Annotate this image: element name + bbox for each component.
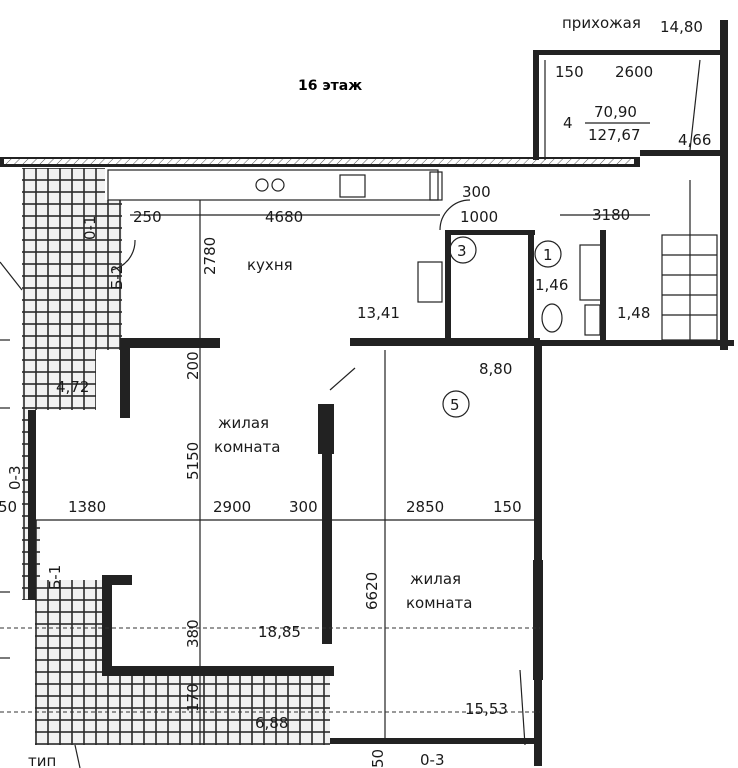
- balcony-left-area: 4,72: [56, 378, 89, 396]
- dim-1000: 1000: [460, 208, 498, 226]
- bathroom-1-area: 1,46: [535, 276, 568, 294]
- living-room-2-label-2: комната: [406, 594, 472, 612]
- dim-6620: 6620: [363, 572, 381, 610]
- dim-2600: 2600: [615, 63, 653, 81]
- dim-150-top: 150: [555, 63, 584, 81]
- code-b1: Б-1: [46, 565, 64, 590]
- marker-5: 5: [442, 390, 470, 418]
- dim-2850: 2850: [406, 498, 444, 516]
- living-room-1-label-2: комната: [214, 438, 280, 456]
- apartment-total-area: 127,67: [588, 126, 641, 144]
- type-label: тип: [28, 752, 56, 768]
- stair-hall-area: 4,66: [678, 131, 711, 149]
- marker-3-label: 3: [457, 242, 467, 260]
- marker-1-label: 1: [543, 246, 553, 264]
- dim-200: 200: [184, 351, 202, 380]
- dim-2900: 2900: [213, 498, 251, 516]
- dim-170: 170: [184, 683, 202, 712]
- apartment-living-area: 70,90: [594, 103, 637, 121]
- balcony-bottom: [35, 580, 330, 745]
- dim-250: 250: [133, 208, 162, 226]
- dim-150-mid: 150: [493, 498, 522, 516]
- dim-50-bottom: 50: [369, 749, 387, 768]
- balcony-bottom-area: 6,88: [255, 714, 288, 732]
- marker-1: 1: [534, 240, 562, 268]
- dim-4680: 4680: [265, 208, 303, 226]
- dim-380: 380: [184, 619, 202, 648]
- living-room-2-label-1: жилая: [410, 570, 461, 588]
- hall-label: прихожая: [562, 14, 641, 32]
- code-b2: Б-2: [108, 265, 126, 290]
- dim-50-left: 50: [0, 498, 17, 516]
- walls: [0, 20, 734, 766]
- hall-area: 14,80: [660, 18, 703, 36]
- bathroom-2-area: 1,48: [617, 304, 650, 322]
- corridor-area: 8,80: [479, 360, 512, 378]
- code-o3-bottom: 0-3: [420, 751, 445, 768]
- marker-3: 3: [449, 236, 477, 264]
- dim-5150: 5150: [184, 442, 202, 480]
- marker-5-label: 5: [450, 396, 460, 414]
- dim-1380: 1380: [68, 498, 106, 516]
- dim-300-mid: 300: [289, 498, 318, 516]
- living-room-2-area: 15,53: [465, 700, 508, 718]
- living-room-1-label-1: жилая: [218, 414, 269, 432]
- living-room-1-area: 18,85: [258, 623, 301, 641]
- kitchen-area: 13,41: [357, 304, 400, 322]
- dim-300-top: 300: [462, 183, 491, 201]
- balcony-left: [22, 168, 122, 600]
- code-o3-left: 0-3: [6, 466, 24, 491]
- kitchen-label: кухня: [247, 256, 293, 274]
- interior-lines: [0, 59, 718, 768]
- floor-title: 16 этаж: [298, 78, 362, 94]
- dim-2780: 2780: [201, 237, 219, 275]
- dim-3180: 3180: [592, 206, 630, 224]
- code-o1: 0-1: [81, 216, 99, 241]
- apartment-rooms-count: 4: [563, 114, 573, 132]
